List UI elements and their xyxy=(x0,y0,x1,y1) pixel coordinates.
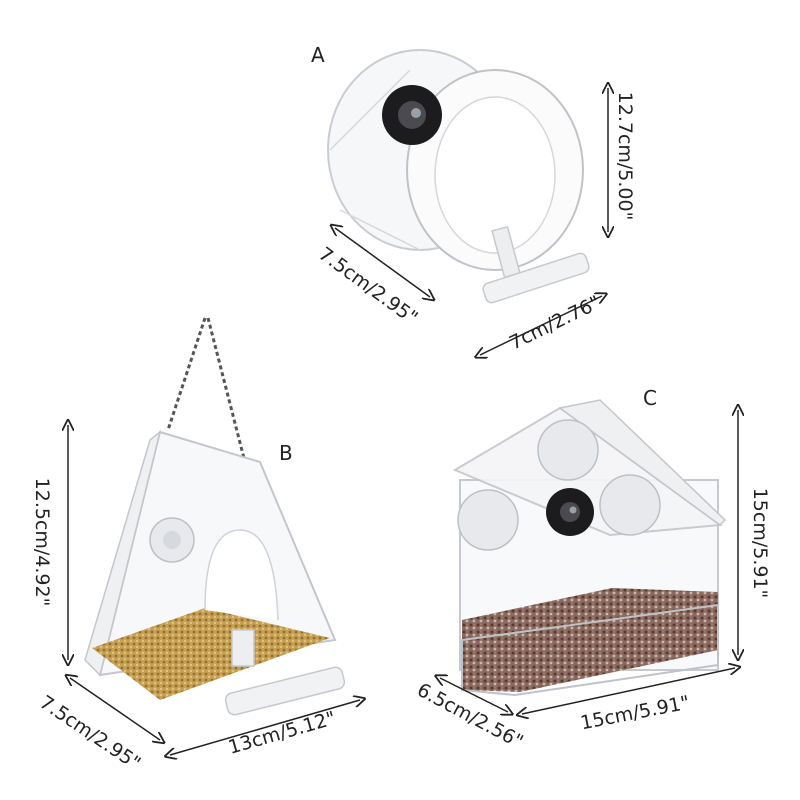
height-c: 15cm/5.91" xyxy=(749,487,771,599)
height-b: 12.5cm/4.92" xyxy=(31,477,53,607)
dimension-lines-a xyxy=(335,88,608,355)
dimension-lines-c xyxy=(440,410,738,714)
dimension-lines-b xyxy=(68,425,360,755)
height-a: 12.7cm/5.00" xyxy=(614,91,636,221)
feeder-b xyxy=(84,317,346,716)
suction-cup-c-1 xyxy=(537,419,599,481)
suction-cup-c-2 xyxy=(457,489,519,551)
feeder-c xyxy=(452,399,727,697)
label-c: C xyxy=(643,386,657,410)
feeder-a xyxy=(327,49,590,304)
suction-cup-c-3 xyxy=(599,474,661,536)
label-b: B xyxy=(279,441,293,465)
label-a: A xyxy=(311,43,325,67)
